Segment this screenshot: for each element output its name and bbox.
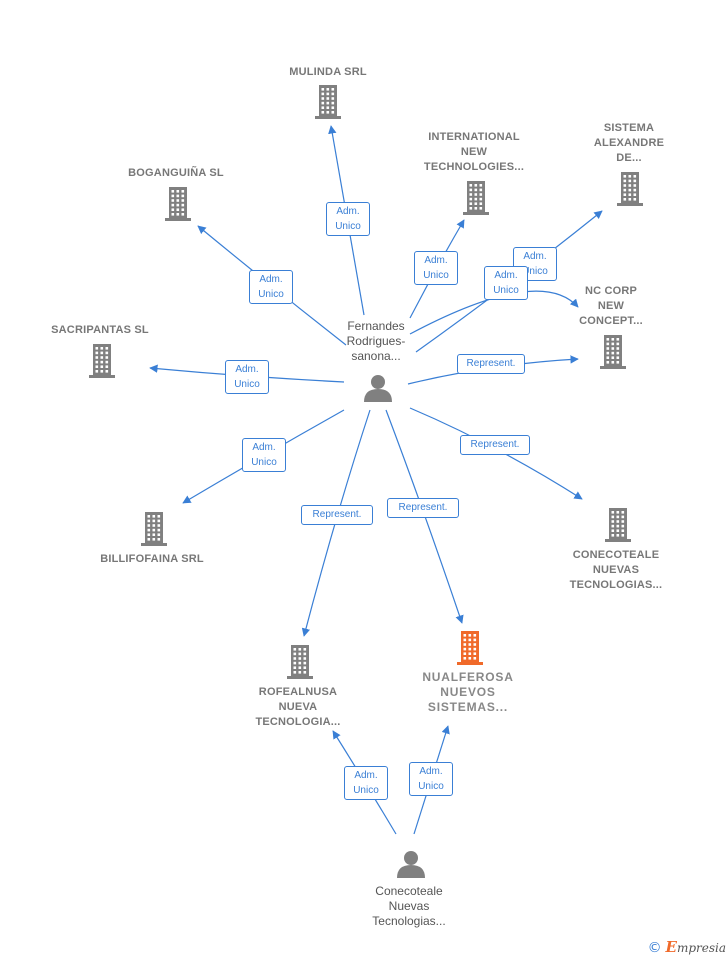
node-label-line: Rodrigues- <box>346 334 406 348</box>
edge-label-line: Adm. <box>523 251 547 262</box>
node-label-line: SISTEMA <box>603 122 655 134</box>
edge-label-line: Adm. <box>494 270 518 281</box>
building-icon[interactable] <box>89 344 115 378</box>
e-conecoteale-label[interactable]: Represent. <box>460 435 530 455</box>
e-international-label[interactable]: Adm. Unico <box>414 251 458 285</box>
e-sacripantas-label[interactable]: Adm. Unico <box>225 360 269 394</box>
brand-name: mpresia <box>676 941 726 955</box>
edge-label-line: Unico <box>258 289 284 300</box>
node-label-line: Fernandes <box>347 319 405 333</box>
e-mulinda-label[interactable]: Adm. Unico <box>326 202 370 236</box>
edge-label-line: Adm. <box>235 364 259 375</box>
edge-label-line: Adm. <box>424 255 448 266</box>
node-label-line: TECNOLOGIA... <box>255 716 341 728</box>
e-rofealnusa-label[interactable]: Represent. <box>301 505 373 525</box>
node-label-line: NC CORP <box>584 285 638 297</box>
edge-label-line: Unico <box>418 781 444 792</box>
node-label-line: NUEVAS <box>592 564 640 576</box>
edge-label-line: Unico <box>251 457 277 468</box>
node-label-line: CONCEPT... <box>579 315 643 327</box>
empresia-watermark: © Empresia <box>648 938 726 956</box>
node-label-sistema[interactable]: SISTEMA ALEXANDRE DE... <box>559 121 699 166</box>
e-boganguina-label[interactable]: Adm. Unico <box>249 270 293 304</box>
building-icon[interactable] <box>165 187 191 221</box>
node-label-international[interactable]: INTERNATIONAL NEW TECHNOLOGIES... <box>404 130 544 175</box>
person-icon[interactable] <box>397 851 425 878</box>
node-label-line: NUALFEROSA <box>422 670 514 684</box>
node-label-boganguina[interactable]: BOGANGUIÑA SL <box>106 166 246 181</box>
person-icon[interactable] <box>364 375 392 402</box>
node-label-line: SISTEMAS... <box>427 700 509 714</box>
edge-label-line: Unico <box>234 379 260 390</box>
node-label-line: MULINDA SRL <box>289 66 367 78</box>
brand-initial: E <box>665 938 677 956</box>
edge-label-line: Represent. <box>312 509 362 520</box>
e-cp-rofealnusa-label[interactable]: Adm. Unico <box>344 766 388 800</box>
edge-label-line: Adm. <box>354 770 378 781</box>
building-icon[interactable] <box>600 335 626 369</box>
node-label-line: sanona... <box>351 349 401 363</box>
edge-label-line: Unico <box>522 266 548 277</box>
edge-label-line: Unico <box>493 285 519 296</box>
node-label-line: BILLIFOFAINA SRL <box>100 553 204 565</box>
node-label-line: TECHNOLOGIES... <box>423 161 525 173</box>
e-billifofaina-label[interactable]: Adm. Unico <box>242 438 286 472</box>
node-label-line: INTERNATIONAL <box>428 131 520 143</box>
edge-label-line: Adm. <box>252 442 276 453</box>
edge-label-line: Represent. <box>470 439 520 450</box>
node-label-line: NUEVA <box>278 701 318 713</box>
building-icon[interactable] <box>315 85 341 119</box>
edge-label-line: Adm. <box>336 206 360 217</box>
building-icon[interactable] <box>605 508 631 542</box>
building-icon[interactable] <box>287 645 313 679</box>
node-label-line: ROFEALNUSA <box>258 686 338 698</box>
node-label-rofealnusa[interactable]: ROFEALNUSA NUEVA TECNOLOGIA... <box>228 685 368 730</box>
node-label-conecoteale-company[interactable]: CONECOTEALE NUEVAS TECNOLOGIAS... <box>546 548 686 593</box>
edges-layer <box>149 125 603 835</box>
node-label-line: Nuevas <box>388 899 430 913</box>
edge-label-line: Adm. <box>259 274 283 285</box>
node-label-line: NEW <box>597 300 625 312</box>
node-label-line: CONECOTEALE <box>572 549 660 561</box>
e-nccorp-rep-label[interactable]: Represent. <box>457 354 525 374</box>
building-icon[interactable] <box>457 631 483 665</box>
e-sistema-label[interactable]: Adm. Unico <box>513 247 557 281</box>
icons-layer <box>89 85 643 878</box>
node-label-line: DE... <box>616 152 642 164</box>
building-icon[interactable] <box>141 512 167 546</box>
node-label-line: SACRIPANTAS SL <box>51 324 149 336</box>
copyright-symbol: © <box>647 940 662 956</box>
node-label-line: Conecoteale <box>375 884 443 898</box>
node-label-sacripantas[interactable]: SACRIPANTAS SL <box>30 323 170 338</box>
e-nualferosa-label[interactable]: Represent. <box>387 498 459 518</box>
edge-label-line: Adm. <box>419 766 443 777</box>
node-label-line: NEW <box>460 146 488 158</box>
node-label-line: Tecnologias... <box>372 914 446 928</box>
e-cp-nualferosa-label[interactable]: Adm. Unico <box>409 762 453 796</box>
edge-label-line: Unico <box>353 785 379 796</box>
node-label-nccorp[interactable]: NC CORP NEW CONCEPT... <box>541 284 681 329</box>
edge-label-line: Represent. <box>466 358 516 369</box>
building-icon[interactable] <box>463 181 489 215</box>
edge-label-line: Unico <box>423 270 449 281</box>
node-label-billifofaina[interactable]: BILLIFOFAINA SRL <box>82 552 222 567</box>
node-label-line: TECNOLOGIAS... <box>569 579 663 591</box>
node-label-line: ALEXANDRE <box>593 137 665 149</box>
edge-label-line: Represent. <box>398 502 448 513</box>
building-icon[interactable] <box>617 172 643 206</box>
e-nccorp-adm-label[interactable]: Adm. Unico <box>484 266 528 300</box>
node-label-line: BOGANGUIÑA SL <box>128 167 224 179</box>
node-label-mulinda[interactable]: MULINDA SRL <box>258 65 398 80</box>
node-label-line: NUEVOS <box>440 685 496 699</box>
edge-label-line: Unico <box>335 221 361 232</box>
